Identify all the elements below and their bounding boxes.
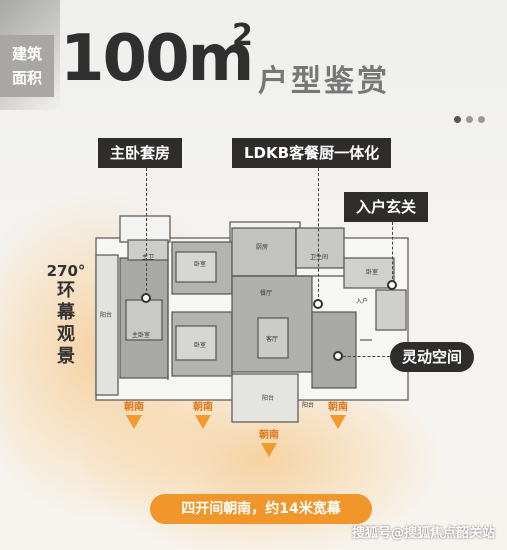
south-label-4: 朝南 (328, 402, 348, 413)
watermark: 搜狐号@搜狐焦点韶关站 (351, 526, 495, 541)
view-char-2: 幕 (57, 302, 75, 323)
callout-ldkb: LDKB客餐厨一体化 (232, 138, 392, 168)
view-char-3: 观 (57, 324, 75, 345)
south-label-3: 朝南 (259, 430, 279, 441)
area-value: 100m (60, 22, 254, 96)
room-label-bedroom-a: 卧室 (194, 261, 207, 268)
south-label-1: 朝南 (124, 402, 144, 413)
area-label-box: 建筑 面积 (0, 35, 54, 97)
marker-flex-space (333, 351, 343, 361)
callout-flex-space: 灵动空间 (390, 342, 475, 372)
south-marker-4: 朝南 (325, 402, 351, 429)
room-label-balcony-left: 阳台 (100, 312, 113, 319)
marker-ldkb (313, 299, 323, 309)
room-label-bedroom-c: 卧室 (366, 269, 379, 276)
leader-ldkb (318, 168, 319, 302)
room-label-bath2: 卫生间 (310, 254, 329, 261)
south-arrow-icon (126, 415, 142, 429)
pagination-dot-3 (478, 116, 485, 123)
room-label-bedroom-b: 卧室 (194, 342, 207, 349)
room-label-balcony-bottom: 阳台 (262, 395, 275, 402)
room-label-master-bath: 主卫 (142, 254, 155, 261)
south-label-2: 朝南 (193, 402, 213, 413)
leader-entrance (392, 222, 393, 284)
area-label-line1: 建筑 (11, 45, 42, 63)
south-arrow-icon (261, 443, 277, 457)
south-marker-1: 朝南 (121, 402, 147, 429)
room-label-side: 阳台 (302, 402, 315, 409)
leader-master-suite (146, 168, 147, 296)
south-marker-3: 朝南 (256, 430, 282, 457)
room-label-entry: 入户 (356, 298, 369, 305)
south-marker-2: 朝南 (190, 402, 216, 429)
south-arrow-icon (195, 415, 211, 429)
south-arrow-icon (330, 415, 346, 429)
callout-entrance: 入户玄关 (344, 192, 429, 222)
room-label-kitchen: 厨房 (256, 244, 269, 251)
view-char-1: 环 (57, 280, 75, 301)
area-label-line2: 面积 (11, 69, 42, 87)
callout-master-suite: 主卧套房 (98, 138, 183, 168)
page-subtitle: 户型鉴赏 (258, 64, 390, 99)
area-unit-superscript: 2 (232, 18, 253, 53)
pagination-dot-1 (454, 116, 461, 123)
view-char-4: 景 (57, 346, 75, 367)
room-label-master-bedroom: 主卧室 (132, 332, 151, 339)
pagination-dot-2 (466, 116, 473, 123)
marker-master-suite (141, 293, 151, 303)
room-label-dining: 餐厅 (260, 290, 273, 297)
pagination-dots (449, 108, 485, 127)
marker-entrance (387, 280, 397, 290)
leader-flex-space (338, 356, 390, 357)
view-label: 270° 环 幕 观 景 (44, 262, 88, 368)
room-label-living: 客厅 (266, 336, 279, 343)
view-degrees: 270° (46, 262, 86, 280)
bottom-banner: 四开间朝南，约14米宽幕 (150, 494, 372, 524)
